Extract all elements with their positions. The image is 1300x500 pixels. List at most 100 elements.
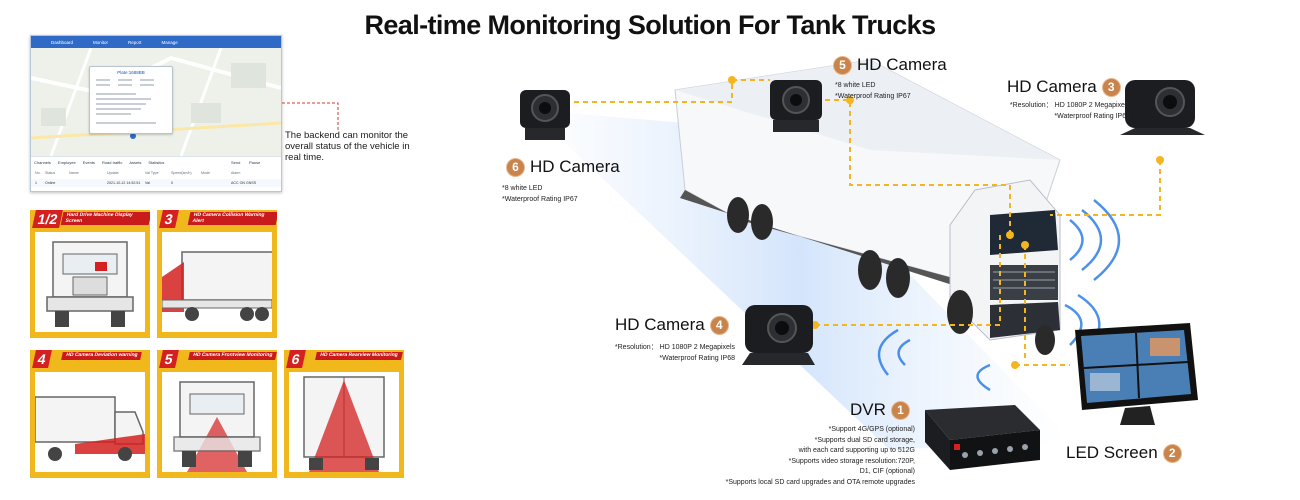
- camera-6-specs: *8 white LED *Waterproof Rating IP67: [502, 183, 578, 205]
- tile-caption: HD Camera Rearview Monitoring: [315, 352, 403, 360]
- truck-system-illustration: [520, 59, 1205, 470]
- dvr-name: DVR: [850, 400, 886, 419]
- table-header-no: No.: [35, 171, 41, 175]
- camera-3-icon: [1120, 80, 1205, 135]
- table-tabs: Channels Employee Events Road traffic As…: [34, 160, 171, 165]
- spec-line: *8 white LED: [835, 82, 876, 89]
- table-header-speed: Speed(km/h): [171, 171, 192, 175]
- camera-5-name: HD Camera: [857, 55, 947, 74]
- table-tab-events[interactable]: Events: [82, 160, 95, 165]
- badge-6: 6: [506, 157, 525, 177]
- camera-5-icon: [770, 80, 822, 132]
- tile-illustration: [289, 372, 399, 472]
- spec-line: *Waterproof Rating IP68: [1054, 113, 1130, 120]
- tile-number: 3: [159, 210, 179, 228]
- backend-dashboard-screenshot: Dashboard Monitor Report Manage Plate:16…: [30, 35, 282, 192]
- badge-1: 1: [890, 400, 910, 420]
- tile-illustration: [34, 372, 145, 472]
- table-header-update: Update: [107, 171, 119, 175]
- table-header-val-type: Val Type: [145, 171, 159, 175]
- truck-front-illustration: [46, 241, 134, 327]
- led-screen-icon: [1075, 323, 1198, 425]
- tile-caption: HD Camera Deviation warning: [61, 352, 143, 360]
- table-tab-channels[interactable]: Channels: [34, 160, 51, 165]
- nav-tab-report[interactable]: Report: [128, 39, 142, 45]
- popup-detail-lines: [96, 79, 156, 124]
- table-header-name: Name: [69, 171, 79, 175]
- badge-3: 3: [1101, 77, 1121, 97]
- dashboard-note-connector: [282, 102, 339, 132]
- table-tab-assets[interactable]: Assets: [129, 160, 142, 165]
- page-title: Real-time Monitoring Solution For Tank T…: [364, 10, 936, 40]
- label-dvr: DVR 1: [850, 400, 910, 420]
- tile-caption: HD Camera Frontview Monitoring: [188, 352, 277, 360]
- badge-4: 4: [709, 315, 729, 335]
- dvr-specs: *Support 4G/GPS (optional) *Supports dua…: [680, 425, 915, 489]
- spec-line: *Waterproof Rating IP67: [835, 93, 911, 100]
- label-camera-4: HD Camera 4: [615, 315, 729, 335]
- tile-number: 6: [286, 350, 306, 368]
- spec-line: *Support 4G/GPS (optional): [828, 426, 915, 433]
- tile-illustration: [161, 232, 277, 332]
- nav-tab-monitor[interactable]: Monitor: [93, 39, 109, 45]
- camera-4-specs: *Resolution： HD 1080P 2 Megapixels *Wate…: [595, 342, 735, 364]
- tile-number: 4: [32, 350, 52, 368]
- truck-rear-illustration: [303, 376, 385, 472]
- camera-5-specs: *8 white LED *Waterproof Rating IP67: [835, 80, 911, 102]
- tile-number: 1/2: [32, 210, 64, 228]
- spec-line: *Supports video storage resolution:720P,: [788, 457, 915, 465]
- tile-display-screen: 1/2 Hard Drive Machine Display Screen: [30, 210, 150, 338]
- table-tab-road-traffic[interactable]: Road traffic: [101, 160, 123, 165]
- tile-collision-warning: 3 HD Camera Collision Warning Alert: [157, 210, 277, 338]
- truck-side-illustration: [34, 396, 145, 461]
- row-alarm: ACC ON GNSS: [231, 181, 257, 185]
- spec-line: *Supports local SD card upgrades and OTA…: [725, 478, 915, 486]
- vehicle-info-popup[interactable]: Plate:1688BB: [89, 66, 173, 134]
- label-camera-3: HD Camera 3: [1007, 77, 1121, 97]
- table-header-status: Status: [45, 171, 56, 175]
- table-tab-employee[interactable]: Employee: [57, 160, 76, 165]
- table-row[interactable]: 1 Online 2021-10-12 14:52:51 Val 0 ACC O…: [31, 179, 281, 187]
- row-speed: 0: [171, 181, 173, 185]
- tile-caption: Hard Drive Machine Display Screen: [60, 212, 150, 226]
- row-status: Online: [45, 181, 56, 185]
- table-header-mode: Mode: [201, 171, 210, 175]
- tile-illustration: [35, 232, 145, 332]
- camera-3-specs: *Resolution： HD 1080P 2 Megapixels *Wate…: [990, 100, 1130, 122]
- backend-note: The backend can monitor the overall stat…: [285, 130, 410, 163]
- label-camera-5: 5 HD Camera: [833, 55, 947, 75]
- label-camera-6: 6 HD Camera: [506, 157, 620, 177]
- send-button[interactable]: Send: [231, 160, 241, 165]
- tile-number: 5: [159, 350, 179, 368]
- dashboard-nav-bar: Dashboard Monitor Report Manage: [31, 36, 281, 48]
- dashboard-vehicle-table: Channels Employee Events Road traffic As…: [31, 156, 281, 191]
- badge-2: 2: [1162, 443, 1182, 463]
- nav-tab-dashboard[interactable]: Dashboard: [51, 39, 74, 45]
- label-led-screen: LED Screen 2: [1066, 443, 1182, 463]
- spec-line: D1, CIF (optional): [859, 468, 915, 476]
- pause-button[interactable]: Pause: [249, 160, 261, 165]
- dvr-icon: [925, 405, 1040, 470]
- row-val-type: Val: [145, 181, 150, 185]
- dashboard-map[interactable]: Plate:1688BB: [31, 48, 281, 156]
- truck-front-illustration: [173, 381, 261, 472]
- spec-line: *8 white LED: [502, 185, 543, 192]
- table-header-alarm: Alarm: [231, 171, 241, 175]
- tile-illustration: [162, 372, 272, 472]
- camera-6-icon: [520, 90, 570, 140]
- tile-deviation-warning: 4 HD Camera Deviation warning: [30, 350, 150, 478]
- table-tab-statistics[interactable]: Statistics: [148, 160, 165, 165]
- row-update: 2021-10-12 14:52:51: [107, 181, 141, 185]
- camera-3-name: HD Camera: [1007, 77, 1097, 96]
- nav-tab-manage[interactable]: Manage: [161, 39, 178, 45]
- truck-side-illustration: [161, 251, 277, 321]
- led-screen-name: LED Screen: [1066, 443, 1158, 462]
- spec-line: *Resolution： HD 1080P 2 Megapixels: [614, 344, 735, 351]
- row-no: 1: [35, 181, 37, 185]
- tile-caption: HD Camera Collision Warning Alert: [187, 212, 277, 226]
- spec-line: *Resolution： HD 1080P 2 Megapixels: [1009, 102, 1130, 109]
- badge-5: 5: [833, 55, 852, 75]
- camera-4-icon: [742, 305, 815, 365]
- spec-line: *Waterproof Rating IP67: [502, 196, 578, 203]
- spec-line: *Supports dual SD card storage,: [814, 436, 915, 444]
